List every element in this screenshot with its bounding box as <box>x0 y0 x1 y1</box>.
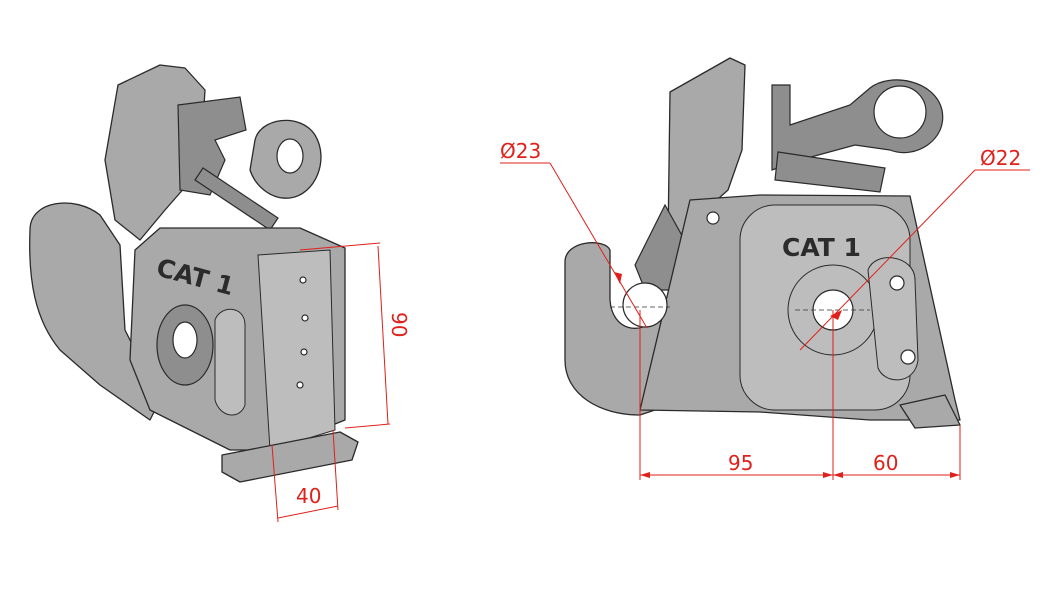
width-dimension-value: 40 <box>296 484 321 508</box>
hook-to-pin-value: 95 <box>728 451 753 475</box>
left-side-plate <box>257 249 336 451</box>
left-spring-icon <box>194 167 279 231</box>
hook-diameter-dimension: Ø23 <box>500 139 648 329</box>
right-side-view: CAT 1 Ø23 Ø22 95 60 <box>500 57 1030 480</box>
left-plate-hole <box>301 314 309 322</box>
left-base-foot <box>221 431 359 483</box>
left-height-dimension: 90 <box>299 242 411 429</box>
left-plate-hole <box>296 381 304 389</box>
pin-diameter-value: Ø22 <box>980 146 1021 170</box>
left-ring-hole <box>276 138 304 174</box>
right-spring-icon <box>774 151 886 193</box>
height-dimension-value: 90 <box>387 312 411 337</box>
left-isometric-view: CAT 1 90 40 <box>29 64 411 523</box>
right-hook-slot <box>622 282 668 328</box>
left-slot-plate <box>214 308 246 416</box>
right-ring-hole <box>873 85 927 139</box>
right-slot-hole <box>900 349 916 365</box>
right-slot-plate <box>867 257 919 381</box>
right-slot-hole <box>889 275 905 291</box>
horizontal-dimensions: 95 60 <box>639 310 961 480</box>
left-plate-hole <box>300 348 308 356</box>
hook-diameter-value: Ø23 <box>500 139 541 163</box>
right-cat-label: CAT 1 <box>782 233 861 262</box>
left-pin-hole <box>172 321 198 359</box>
pin-to-edge-value: 60 <box>873 451 898 475</box>
left-width-dimension: 40 <box>271 429 339 523</box>
left-latch-plate <box>177 96 247 196</box>
pin-diameter-dimension: Ø22 <box>799 146 1030 351</box>
left-plate-hole <box>299 276 307 284</box>
right-bolt-hole <box>706 211 720 225</box>
